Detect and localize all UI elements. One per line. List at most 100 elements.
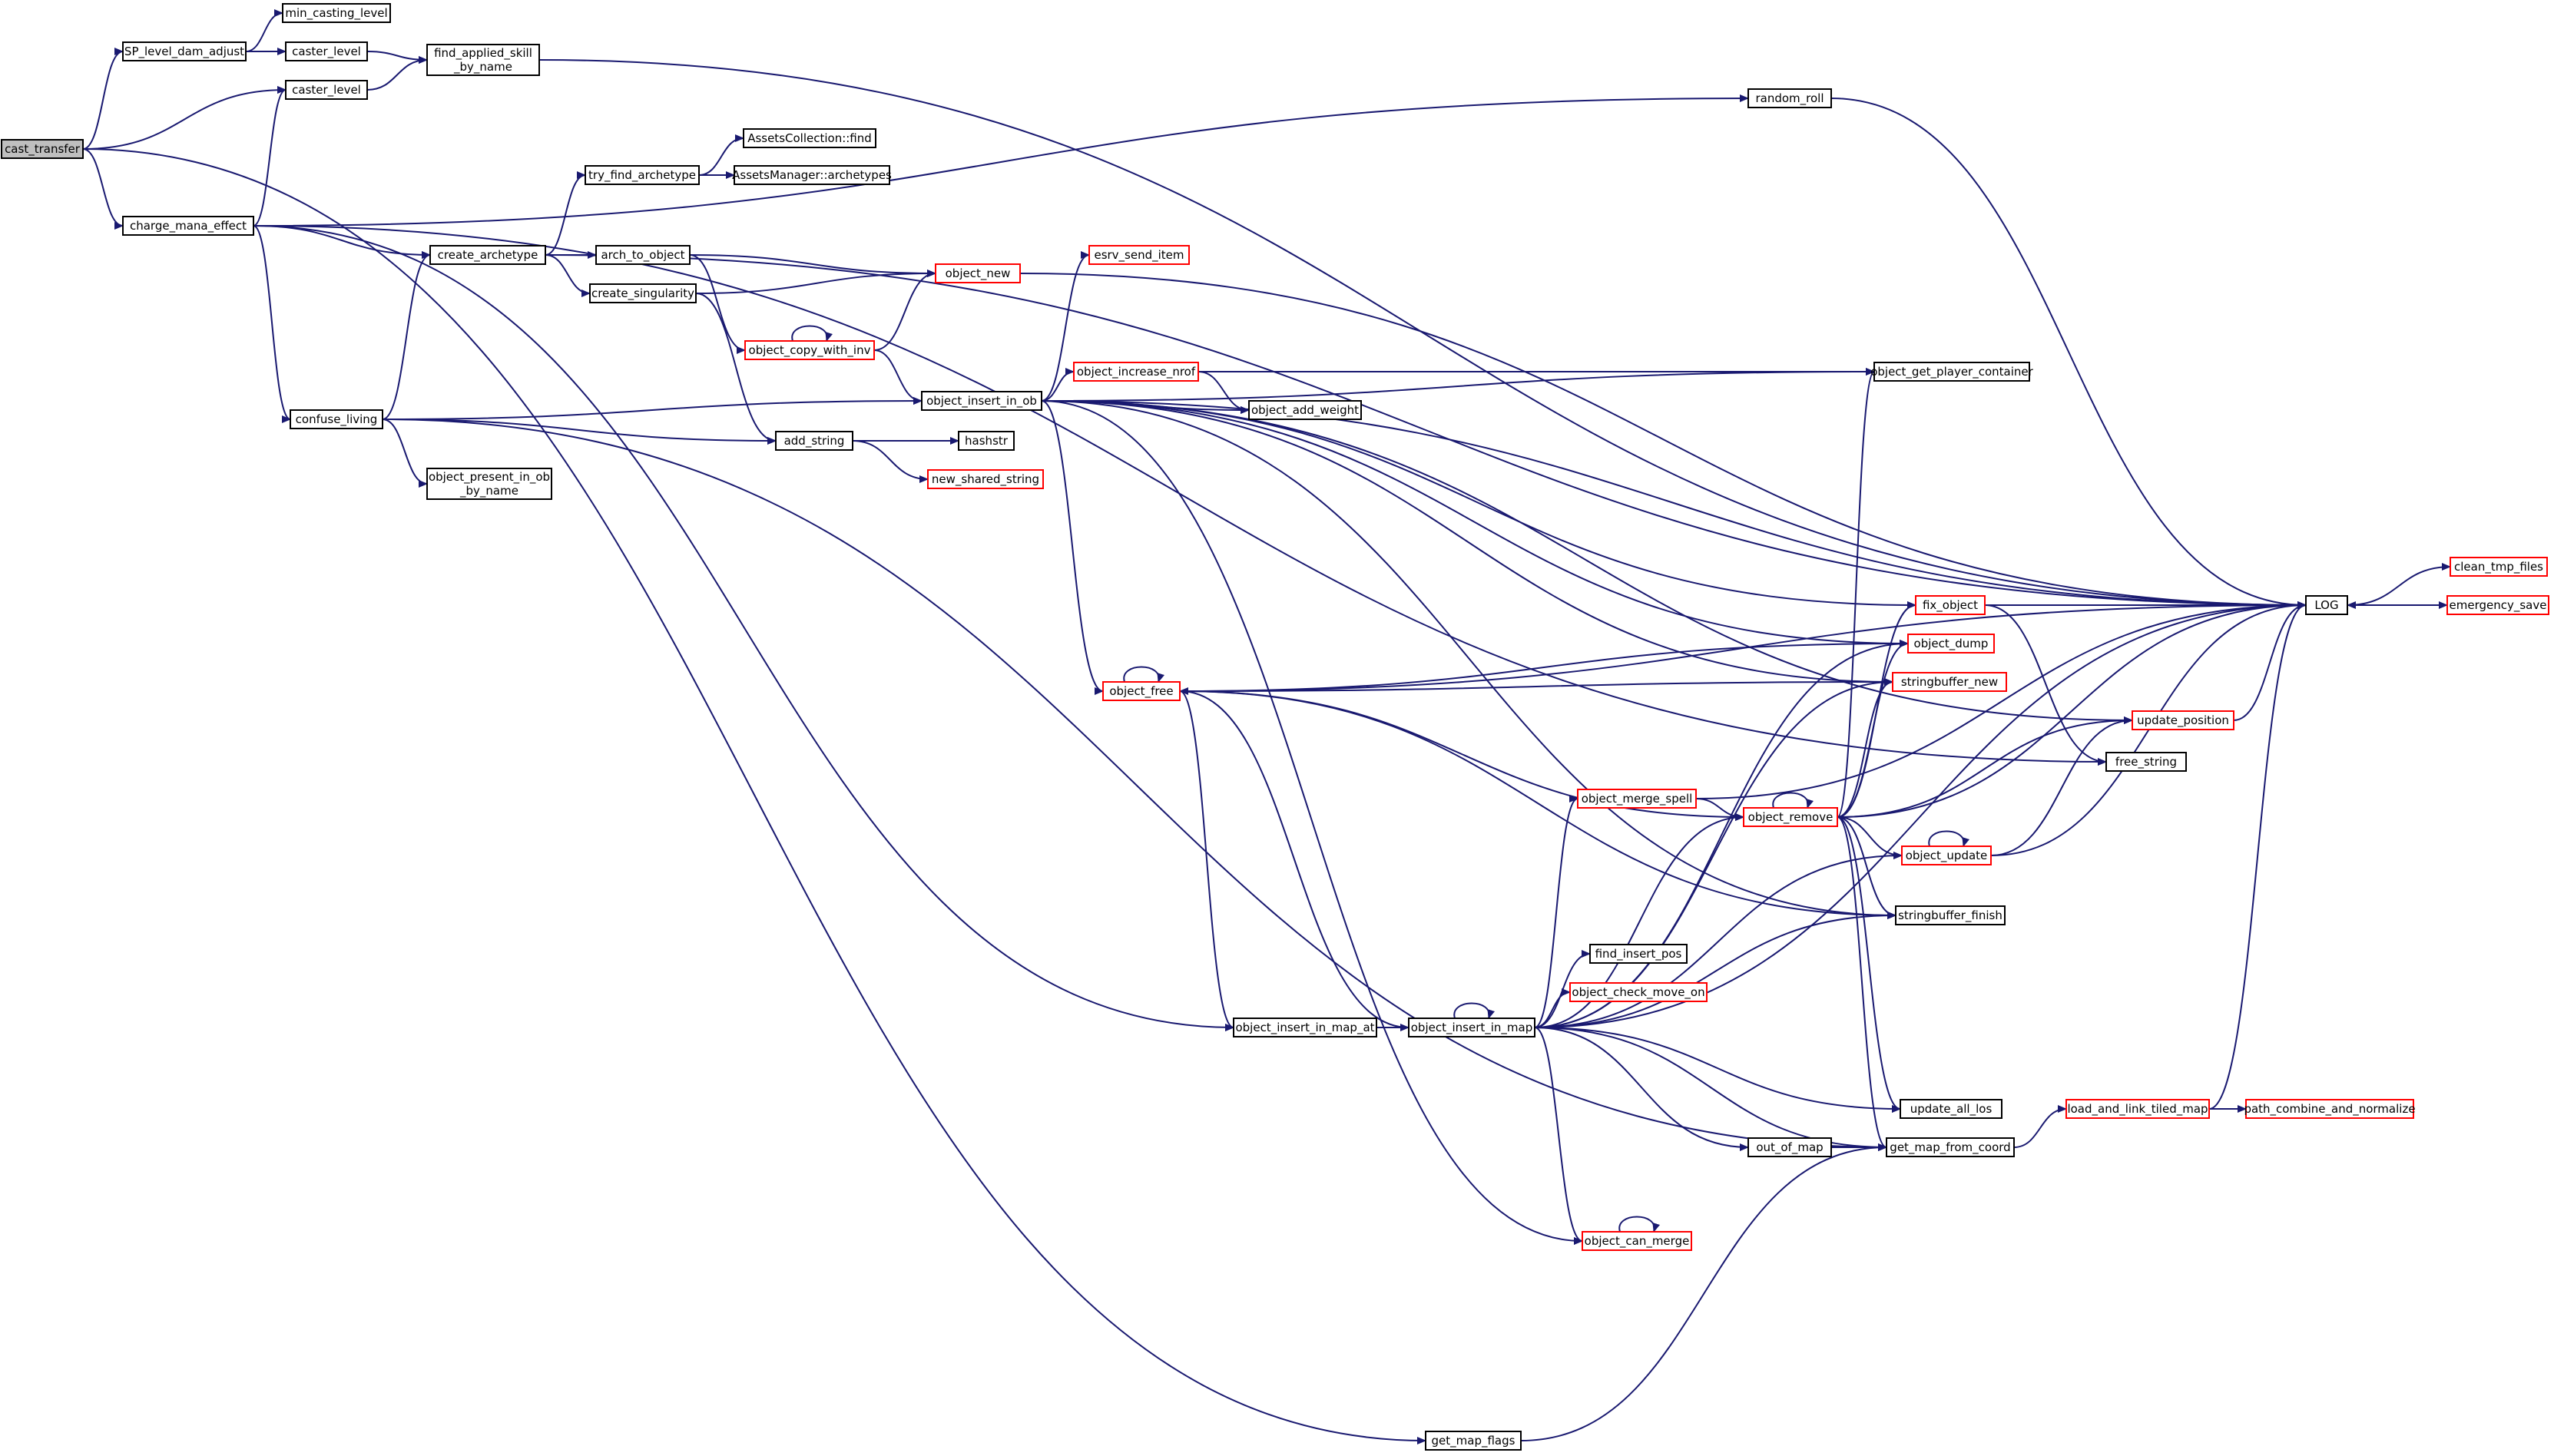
edge-object_remove-to-object_dump bbox=[1837, 640, 1909, 818]
edge-object_free-to-object_dump bbox=[1179, 640, 1909, 692]
edge-object_remove-to-stringbuffer_new bbox=[1837, 678, 1893, 818]
node-object-insert-in-map[interactable]: object_insert_in_map bbox=[1408, 1018, 1535, 1037]
edge-object_insert_in_ob-to-object_get_player_container bbox=[1041, 368, 1875, 402]
node-free-string[interactable]: free_string bbox=[2105, 752, 2187, 772]
node-stringbuffer-new[interactable]: stringbuffer_new bbox=[1892, 672, 2007, 692]
edge-object_new-to-LOG bbox=[1019, 273, 2307, 609]
node-update-position[interactable]: update_position bbox=[2132, 710, 2234, 730]
node-AssetsManager-archetypes[interactable]: AssetsManager::archetypes bbox=[732, 165, 892, 185]
node-hashstr[interactable]: hashstr bbox=[958, 431, 1015, 451]
node-object-merge-spell[interactable]: object_merge_spell bbox=[1577, 789, 1697, 809]
node-box bbox=[744, 340, 875, 360]
node-caster-level-1[interactable]: caster_level bbox=[285, 41, 368, 61]
edge-object_insert_in_map-to-object_update bbox=[1534, 852, 1903, 1028]
node-new-shared-string[interactable]: new_shared_string bbox=[927, 469, 1044, 489]
node-object-dump[interactable]: object_dump bbox=[1907, 634, 1995, 654]
node-label: cast_transfer bbox=[5, 142, 81, 157]
edge-LOG-to-clean_tmp_files bbox=[2347, 563, 2451, 606]
node-SP-level-dam-adjust[interactable]: SP_level_dam_adjust bbox=[122, 41, 247, 61]
node-create-archetype[interactable]: create_archetype bbox=[429, 245, 546, 265]
node-box bbox=[2065, 1099, 2210, 1119]
node-update-all-los[interactable]: update_all_los bbox=[1900, 1099, 2002, 1119]
node-add-string[interactable]: add_string bbox=[775, 431, 853, 451]
node-box bbox=[1873, 362, 2030, 382]
node-get-map-from-coord[interactable]: get_map_from_coord bbox=[1886, 1137, 2015, 1157]
edge-try_find_archetype-to-AssetsCollection_find bbox=[698, 134, 744, 176]
node-out-of-map[interactable]: out_of_map bbox=[1747, 1137, 1832, 1157]
node-label: object_update bbox=[1906, 849, 1988, 863]
node-object-free[interactable]: object_free bbox=[1102, 681, 1181, 701]
edge-object_merge_spell-to-LOG bbox=[1695, 601, 2307, 799]
node-min-casting-level[interactable]: min_casting_level bbox=[282, 3, 391, 23]
node-create-singularity[interactable]: create_singularity bbox=[589, 283, 697, 303]
node-confuse-living[interactable]: confuse_living bbox=[290, 409, 383, 429]
edge-object_merge_spell-to-object_remove bbox=[1695, 798, 1744, 821]
node-label: object_insert_in_map_at bbox=[1235, 1021, 1374, 1035]
node-clean-tmp-files[interactable]: clean_tmp_files bbox=[2450, 557, 2548, 577]
node-label: object_free bbox=[1109, 684, 1173, 699]
node-load-and-link-tiled-map[interactable]: load_and_link_tiled_map bbox=[2065, 1099, 2210, 1119]
edge-object_insert_in_ob-to-stringbuffer_finish bbox=[1041, 400, 1896, 919]
node-emergency-save[interactable]: emergency_save bbox=[2446, 595, 2549, 615]
node-label: LOG bbox=[2314, 598, 2338, 612]
node-object-can-merge[interactable]: object_can_merge bbox=[1582, 1231, 1692, 1251]
edge-object_insert_in_ob-to-object_can_merge bbox=[1041, 400, 1583, 1245]
edge-create_archetype-to-create_singularity bbox=[545, 254, 591, 297]
node-AssetsCollection-find[interactable]: AssetsCollection::find bbox=[743, 128, 876, 148]
edge-object_free-to-stringbuffer_finish bbox=[1179, 690, 1896, 919]
node-label: emergency_save bbox=[2450, 598, 2547, 613]
edge-object_update-to-object_update bbox=[1928, 830, 1969, 847]
node-arch-to-object[interactable]: arch_to_object bbox=[595, 245, 691, 265]
edge-fix_object-to-free_string bbox=[1984, 604, 2107, 766]
node-object-copy-with-inv[interactable]: object_copy_with_inv bbox=[744, 340, 875, 360]
node-box bbox=[935, 263, 1021, 283]
node-object-present-in-ob-by-name[interactable]: object_present_in_ob_by_name bbox=[426, 468, 552, 500]
node-label: SP_level_dam_adjust bbox=[124, 45, 244, 59]
node-esrv-send-item[interactable]: esrv_send_item bbox=[1088, 245, 1190, 265]
edge-confuse_living-to-create_archetype bbox=[382, 251, 431, 420]
node-object-insert-in-ob[interactable]: object_insert_in_ob bbox=[921, 391, 1042, 411]
node-object-get-player-container[interactable]: object_get_player_container bbox=[1870, 362, 2034, 382]
node-object-check-move-on[interactable]: object_check_move_on bbox=[1569, 982, 1708, 1002]
node-cast-transfer[interactable]: cast_transfer bbox=[1, 139, 84, 159]
node-label: clean_tmp_files bbox=[2454, 560, 2543, 574]
edge-arch_to_object-to-object_copy_with_inv bbox=[689, 254, 746, 354]
node-label: caster_level bbox=[292, 83, 361, 98]
node-random-roll[interactable]: random_roll bbox=[1747, 88, 1832, 108]
node-charge-mana-effect[interactable]: charge_mana_effect bbox=[122, 216, 254, 236]
node-box bbox=[1577, 789, 1697, 809]
node-object-increase-nrof[interactable]: object_increase_nrof bbox=[1073, 362, 1199, 382]
node-label: update_position bbox=[2137, 713, 2229, 728]
node-object-new[interactable]: object_new bbox=[935, 263, 1021, 283]
node-object-update[interactable]: object_update bbox=[1901, 845, 1992, 865]
node-fix-object[interactable]: fix_object bbox=[1915, 595, 1986, 615]
edge-object_insert_in_map-to-object_free bbox=[1179, 687, 1410, 1028]
node-object-add-weight[interactable]: object_add_weight bbox=[1248, 400, 1362, 420]
edge-charge_mana_effect-to-confuse_living bbox=[253, 225, 291, 423]
node-label: create_archetype bbox=[438, 248, 538, 263]
node-box bbox=[1915, 595, 1986, 615]
edge-object_insert_in_ob-to-object_increase_nrof bbox=[1041, 368, 1075, 402]
edge-object_insert_in_map-to-object_can_merge bbox=[1534, 1027, 1583, 1245]
node-object-remove[interactable]: object_remove bbox=[1743, 807, 1838, 827]
node-box bbox=[958, 431, 1015, 451]
node-find-applied-skill-by-name[interactable]: find_applied_skill_by_name bbox=[426, 44, 540, 76]
node-label: confuse_living bbox=[296, 412, 378, 427]
node-get-map-flags[interactable]: get_map_flags bbox=[1425, 1431, 1522, 1451]
node-object-insert-in-map-at[interactable]: object_insert_in_map_at bbox=[1233, 1018, 1377, 1037]
node-LOG[interactable]: LOG bbox=[2305, 595, 2348, 615]
node-try-find-archetype[interactable]: try_find_archetype bbox=[585, 165, 700, 185]
node-box bbox=[1589, 944, 1688, 964]
node-box bbox=[282, 3, 391, 23]
edge-object_insert_in_ob-to-stringbuffer_new bbox=[1041, 400, 1893, 686]
node-label: get_map_from_coord bbox=[1890, 1140, 2010, 1155]
node-box bbox=[290, 409, 383, 429]
node-path-combine-and-normalize[interactable]: path_combine_and_normalize bbox=[2244, 1099, 2416, 1119]
node-label: object_merge_spell bbox=[1582, 792, 1693, 806]
edge-object_free-to-object_insert_in_map_at bbox=[1179, 690, 1234, 1031]
node-caster-level-2[interactable]: caster_level bbox=[285, 80, 368, 100]
node-stringbuffer-finish[interactable]: stringbuffer_finish bbox=[1895, 905, 2006, 925]
node-find-insert-pos[interactable]: find_insert_pos bbox=[1589, 944, 1688, 964]
node-box bbox=[1425, 1431, 1522, 1451]
node-box bbox=[1582, 1231, 1692, 1251]
